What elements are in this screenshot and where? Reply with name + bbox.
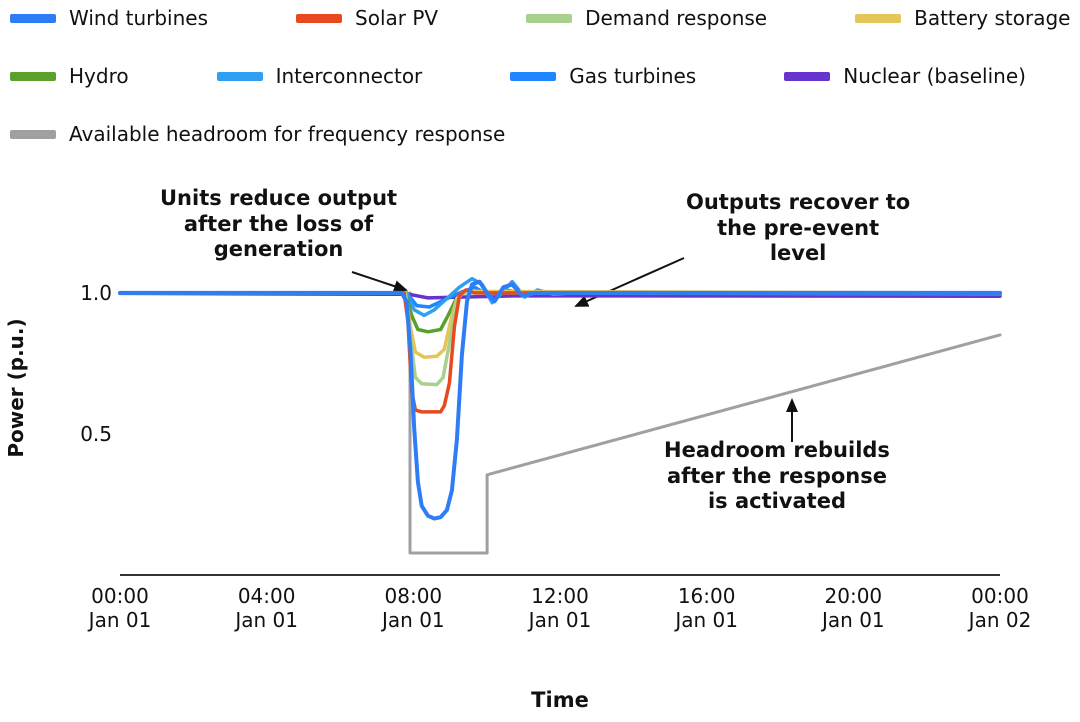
- annotation-line: after the response: [666, 463, 887, 488]
- x-tick-line: Jan 01: [382, 607, 445, 632]
- annotation-line: Headroom rebuilds: [664, 438, 890, 462]
- series-line-gas-turbines: [118, 285, 1002, 309]
- legend-item-gas-turbines: Gas turbines: [510, 66, 696, 86]
- annotation-line: the pre-event: [717, 215, 880, 240]
- legend: Wind turbines Solar PV Demand response Batt…: [10, 4, 1074, 178]
- x-tick-line: 00:00: [91, 584, 149, 608]
- y-axis-title: Power (p.u.): [4, 318, 28, 458]
- legend-item-solar-pv: Solar PV: [296, 8, 438, 28]
- annotation-line: is activated: [707, 489, 846, 514]
- legend-label-battery-storage: Battery storage: [914, 6, 1071, 30]
- x-tick-line: Jan 01: [822, 607, 885, 632]
- legend-item-hydro: Hydro: [10, 66, 129, 86]
- legend-label-available-headroom-for-frequency-response: Available headroom for frequency respons…: [69, 122, 506, 146]
- legend-label-interconnector: Interconnector: [275, 64, 423, 88]
- left-annotation-arrow: [351, 271, 408, 292]
- legend-item-battery-storage: Battery storage: [855, 8, 1070, 28]
- legend-item-wind-turbines: Wind turbines: [10, 8, 208, 28]
- legend-swatch-hydro: [10, 71, 56, 81]
- x-tick-line: 20:00: [824, 584, 883, 608]
- legend-swatch-demand-response: [526, 13, 573, 23]
- legend-label-wind-turbines: Wind turbines: [69, 6, 209, 30]
- x-tick-line: 08:00: [384, 584, 443, 608]
- x-tick-line: 16:00: [677, 584, 736, 608]
- legend-row-1: Wind turbines Solar PV Demand response Batt…: [10, 4, 1074, 32]
- series-line-interconnector: [118, 276, 1002, 318]
- series-line-demand-response: [118, 291, 1002, 387]
- legend-label-solar-pv: Solar PV: [355, 6, 439, 30]
- legend-label-nuclear-baseline: Nuclear (baseline): [843, 64, 1026, 88]
- x-tick-line: Jan 01: [235, 607, 298, 632]
- x-tick-line: Jan 01: [528, 607, 592, 632]
- legend-label-hydro: Hydro: [69, 64, 129, 88]
- annotation-line: after the loss of: [183, 211, 374, 236]
- x-tick-line: Jan 02: [968, 607, 1032, 632]
- legend-label-demand-response: Demand response: [585, 6, 768, 30]
- annotation-line: level: [769, 241, 827, 266]
- legend-item-nuclear-baseline: Nuclear (baseline): [784, 66, 1026, 86]
- legend-swatch-nuclear-baseline: [784, 71, 831, 81]
- y-tick-label: 0.5: [80, 421, 112, 446]
- annotation-line: Units reduce output: [160, 186, 398, 210]
- legend-row-2: Hydro Interconnector Gas turbines Nuclear (…: [10, 62, 1074, 90]
- legend-item-demand-response: Demand response: [526, 8, 767, 28]
- legend-swatch-battery-storage: [855, 13, 902, 23]
- legend-item-available-headroom-for-frequency-response: Available headroom for frequency respons…: [10, 124, 505, 144]
- legend-item-interconnector: Interconnector: [216, 64, 423, 88]
- y-tick-label: 1.0: [80, 280, 112, 305]
- x-tick-line: 00:00: [971, 584, 1029, 608]
- x-tick-line: Jan 01: [675, 607, 738, 632]
- series-line-nuclear: [118, 291, 1002, 300]
- series-line-hydro: [118, 291, 1002, 334]
- legend-swatch-interconnector: [216, 71, 263, 81]
- annotation-line: generation: [213, 237, 344, 262]
- series-line-battery-storage: [118, 289, 1002, 359]
- x-axis-title: Time: [531, 688, 589, 712]
- legend-swatch-gas-turbines: [510, 71, 557, 81]
- x-tick-line: Jan 01: [88, 607, 152, 632]
- right-annotation-arrow: [574, 257, 685, 307]
- legend-row-3: Available headroom for frequency respons…: [10, 120, 1074, 148]
- legend-swatch-wind-turbines: [10, 13, 56, 23]
- legend-swatch-available-headroom-for-frequency-response: [10, 129, 56, 139]
- x-tick-line: 12:00: [531, 584, 589, 608]
- x-tick-line: 04:00: [237, 584, 296, 608]
- series-line-solar-pv: [118, 288, 1002, 414]
- legend-label-gas-turbines: Gas turbines: [569, 64, 697, 88]
- annotation-line: Outputs recover to: [686, 190, 911, 214]
- legend-swatch-solar-pv: [296, 13, 343, 23]
